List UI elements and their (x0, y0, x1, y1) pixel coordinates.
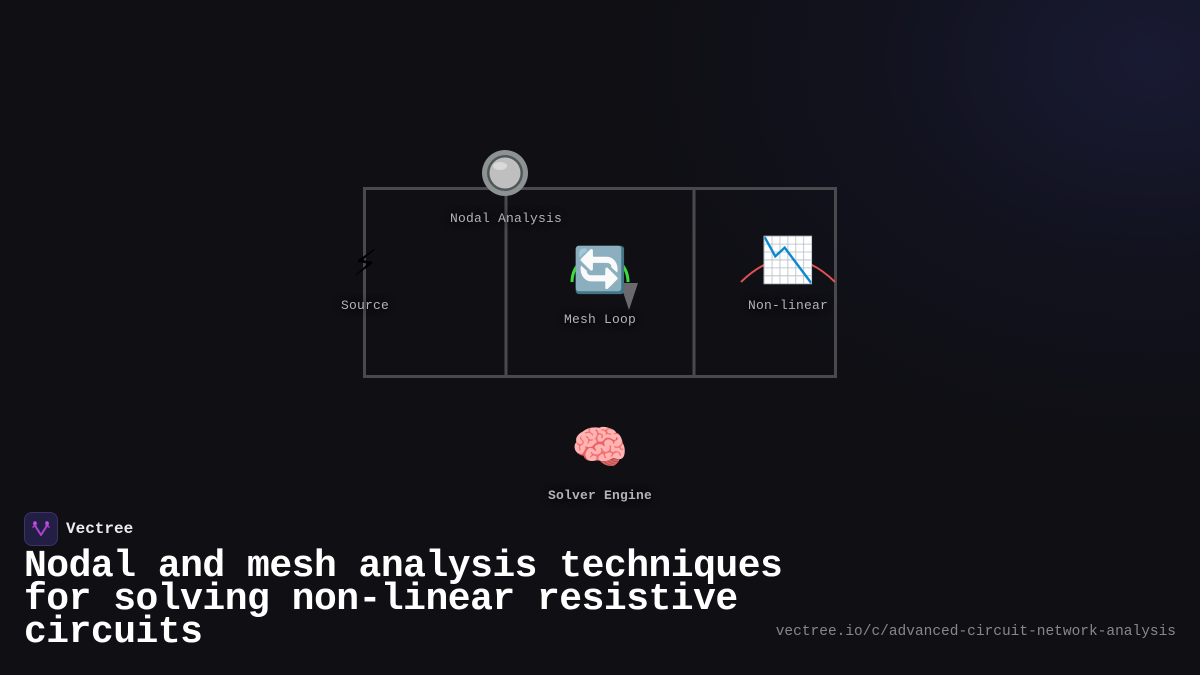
circuit-outline (363, 187, 837, 378)
lightning-bolt-icon: ⚡ (352, 241, 378, 289)
mesh-loop-arc (570, 252, 630, 283)
course-url: vectree.io/c/advanced-circuit-network-an… (775, 624, 1176, 640)
node-solver-engine: 🧠 Solver Engine (548, 428, 652, 503)
node-mesh-loop: 🔄 Mesh Loop (564, 252, 636, 327)
counterclockwise-arrows-icon: 🔄 (572, 249, 628, 299)
brand: Vectree (24, 512, 133, 546)
node-label: Non-linear (747, 298, 829, 313)
vectree-logo-icon (24, 512, 58, 546)
brand-name: Vectree (66, 520, 134, 538)
node-label: Nodal Analysis (449, 211, 563, 226)
chart-decreasing-icon: 📉 (760, 239, 816, 289)
node-label: Source (340, 298, 390, 313)
page-title: Nodal and mesh analysis techniques for s… (24, 545, 783, 654)
node-nodal-analysis: Nodal Analysis (450, 205, 562, 226)
node-label: Mesh Loop (563, 312, 637, 327)
mesh-loop-arrowhead (620, 283, 638, 310)
node-label: Solver Engine (547, 488, 653, 503)
node-non-linear: 📉 Non-linear (748, 242, 828, 313)
radio-button-icon (482, 150, 528, 196)
nonlinear-curve (740, 258, 836, 283)
brain-icon: 🧠 (571, 425, 629, 477)
node-source: ⚡ Source (341, 244, 389, 313)
